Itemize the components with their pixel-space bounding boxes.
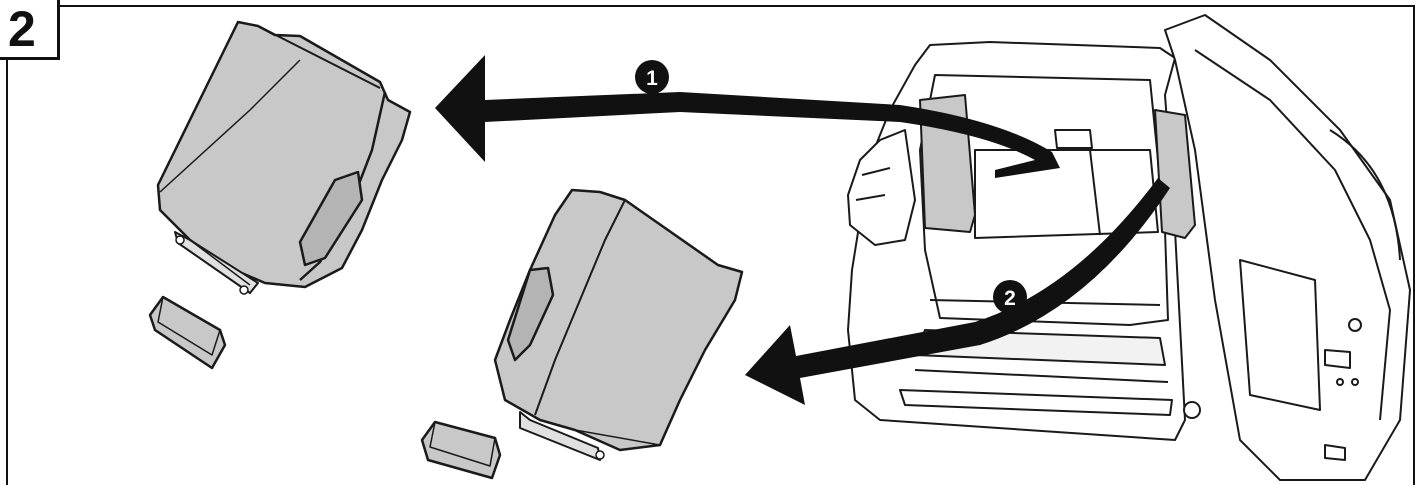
arrow-1 — [435, 55, 1060, 178]
seat-leg-cover-2 — [420, 420, 502, 480]
callout-1: 1 — [635, 60, 669, 94]
vehicle-rear — [847, 14, 1411, 481]
removed-seat-1 — [156, 20, 412, 295]
callout-2-label: 2 — [1004, 287, 1016, 310]
figure-frame — [6, 5, 1415, 485]
removed-seat-2 — [493, 188, 744, 461]
step-badge: 2 — [0, 0, 60, 60]
arrow-2 — [745, 178, 1170, 405]
step-number: 2 — [8, 1, 36, 57]
callout-1-label: 1 — [646, 67, 658, 90]
seat-leg-cover-1 — [148, 295, 227, 370]
callout-2: 2 — [993, 280, 1027, 314]
